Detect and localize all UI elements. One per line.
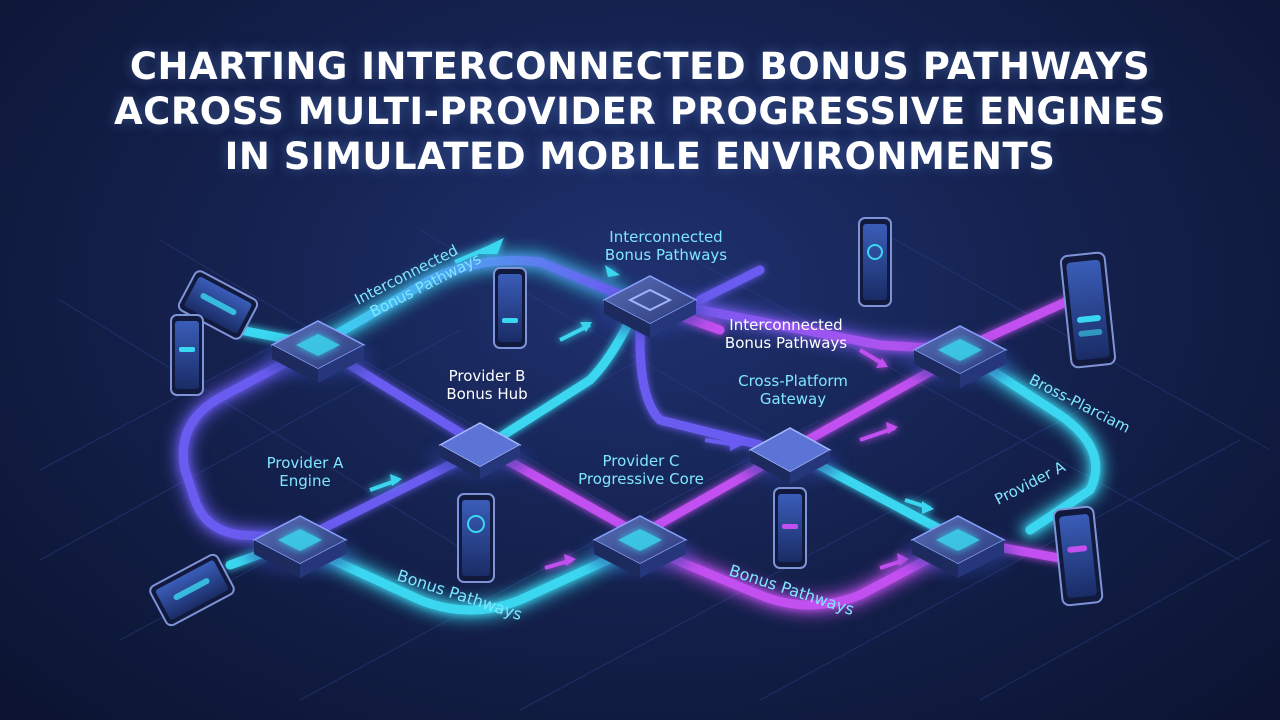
phone-icon [170,314,204,396]
node-provider-b [430,422,530,479]
flow-arrows [369,237,934,570]
node-top-right [905,325,1015,388]
phone-icon [1052,505,1104,607]
title-line-3: IN SIMULATED MOBILE ENVIRONMENTS [224,135,1056,178]
phone-icon [149,553,235,627]
page-title: CHARTING INTERCONNECTED BONUS PATHWAYS A… [0,44,1280,179]
phone-icon [177,270,259,340]
phone-icon [858,217,892,307]
node-cross-platform [740,427,840,484]
title-line-2: ACROSS MULTI-PROVIDER PROGRESSIVE ENGINE… [114,90,1166,133]
title-line-1: CHARTING INTERCONNECTED BONUS PATHWAYS [129,45,1151,88]
phone-icon [1059,251,1117,369]
node-provider-a-right [903,515,1013,578]
node-top-center [595,275,705,338]
phone-icon [773,487,807,569]
phone-icon [457,493,495,583]
node-top-left [263,320,373,383]
node-provider-c [585,515,695,578]
phone-icon [493,267,527,349]
label-interconnected-top-left: InterconnectedBonus Pathways [352,233,484,324]
node-provider-a-left [245,515,355,578]
